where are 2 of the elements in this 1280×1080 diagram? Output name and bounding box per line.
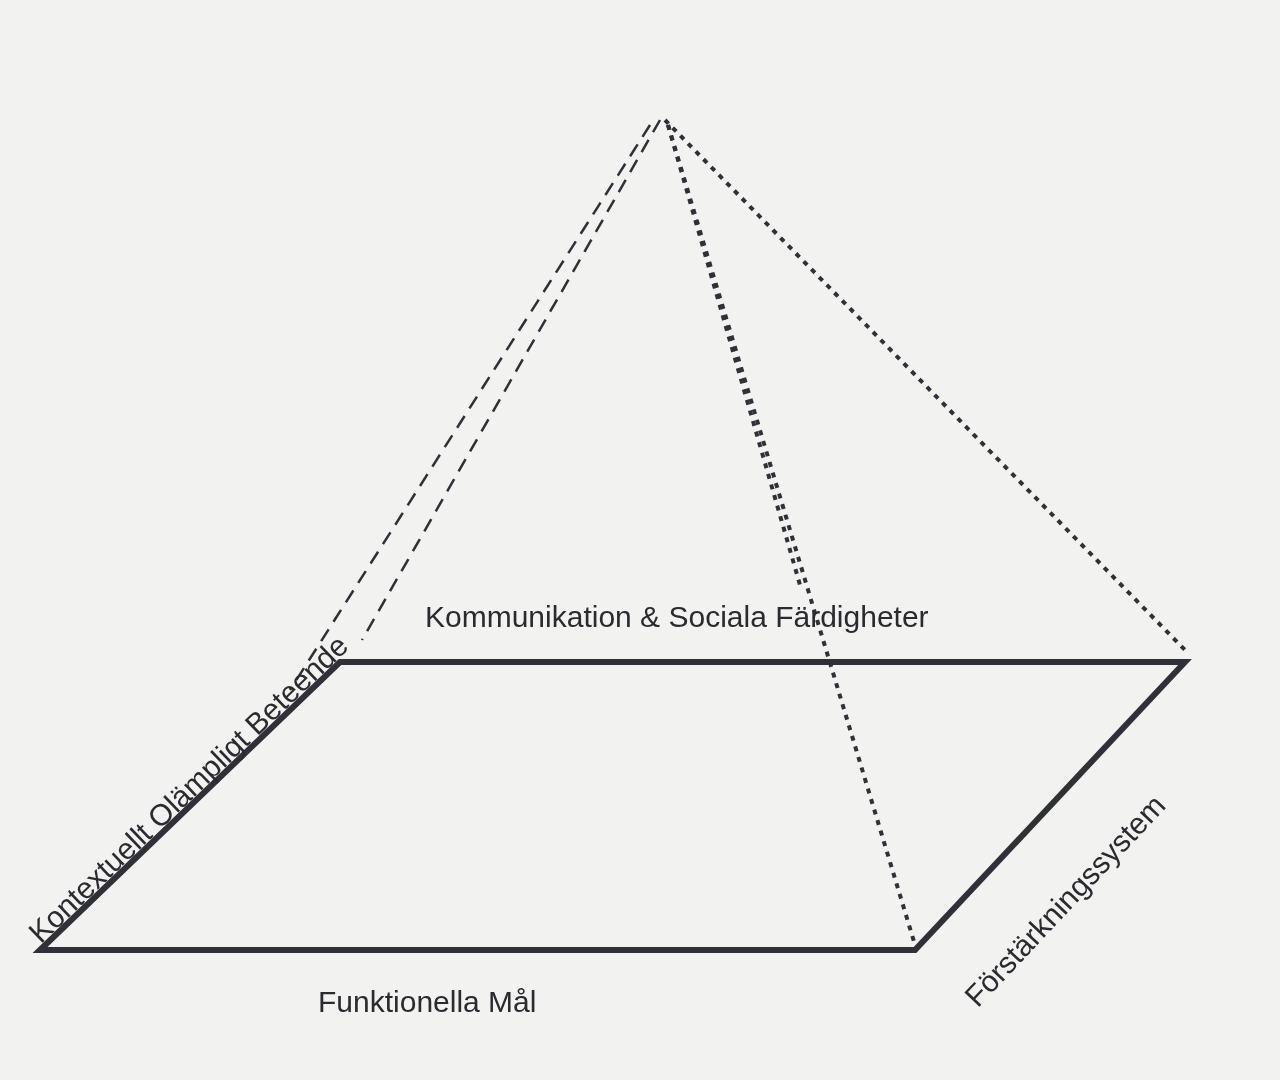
side-label: Kommunikation & Sociala Färdigheter [425, 600, 929, 634]
side-label: Funktionella Mål [318, 985, 537, 1019]
